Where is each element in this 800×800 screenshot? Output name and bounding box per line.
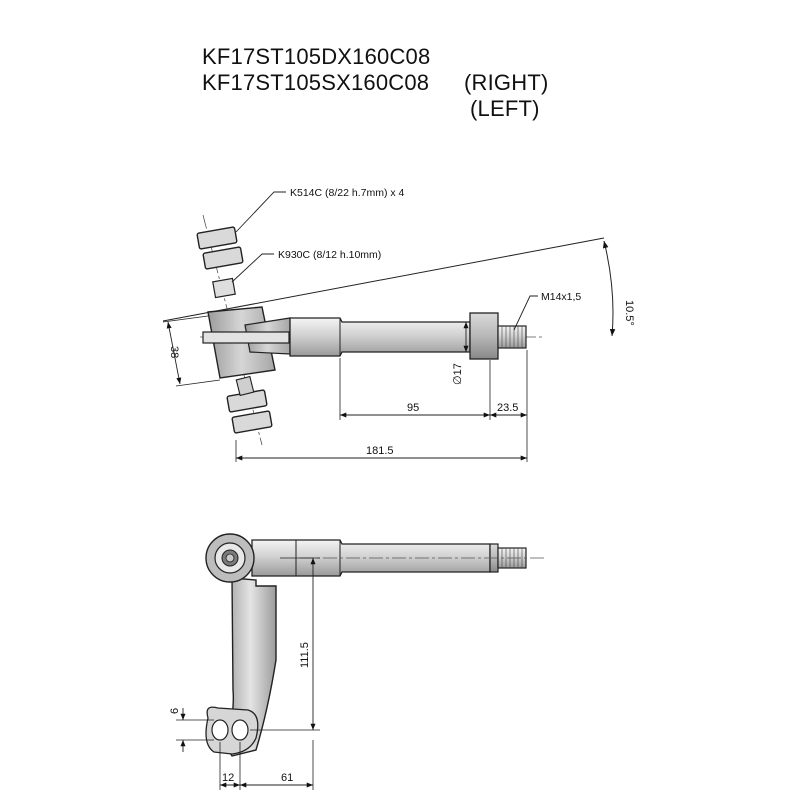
dim-6-label: 6	[169, 708, 181, 714]
lower-washers	[226, 389, 273, 434]
part-code-left: KF17ST105SX160C08	[202, 70, 430, 95]
arm-hole-1	[211, 719, 229, 741]
spacer-callout: K930C (8/12 h.10mm)	[278, 249, 381, 261]
title-right: KF17ST105DX160C08 (RIGHT)	[202, 18, 548, 122]
front-view: 111.5 6 12 61	[169, 533, 545, 790]
title-block: KF17ST105DX160C08 (RIGHT) KF17ST105SX160…	[0, 0, 800, 121]
side-label-left: (LEFT)	[470, 96, 540, 121]
lower-pin	[235, 375, 255, 397]
title-left: KF17ST105SX160C08 (LEFT)	[202, 44, 539, 148]
dim-line-38	[166, 321, 182, 385]
angle-label: 10.5°	[623, 300, 635, 326]
dim-diameter-label: ∅17	[452, 363, 464, 385]
washer-callout: K514C (8/22 h.7mm) x 4	[290, 187, 405, 199]
cross-slot	[202, 331, 290, 344]
arm-hole-2	[231, 719, 249, 741]
dim-61-label: 61	[281, 772, 293, 784]
inclination-reference-line	[162, 237, 605, 322]
upper-washers	[196, 226, 244, 270]
angle-arc	[602, 240, 616, 337]
part-code-right: KF17ST105DX160C08	[202, 44, 431, 69]
dim-111-5-label: 111.5	[299, 642, 311, 668]
washer-leader	[235, 191, 286, 233]
spacer-leader	[231, 253, 274, 283]
shaft-main	[289, 317, 471, 357]
thread-callout: M14x1,5	[541, 291, 581, 303]
shaft-collar	[469, 312, 499, 360]
dim-38-label: 38	[168, 346, 180, 358]
dim-95-label: 95	[407, 402, 419, 414]
dim-23-5-label: 23.5	[497, 402, 518, 414]
spacer	[212, 277, 236, 299]
thread-leader	[513, 295, 538, 331]
top-view: K514C (8/22 h.7mm) x 4 K930C (8/12 h.10m…	[162, 187, 635, 462]
dim-181-5-label: 181.5	[366, 445, 394, 457]
dim-12-label: 12	[222, 772, 234, 784]
shaft-thread	[497, 325, 527, 349]
side-label-right: (RIGHT)	[464, 70, 549, 95]
